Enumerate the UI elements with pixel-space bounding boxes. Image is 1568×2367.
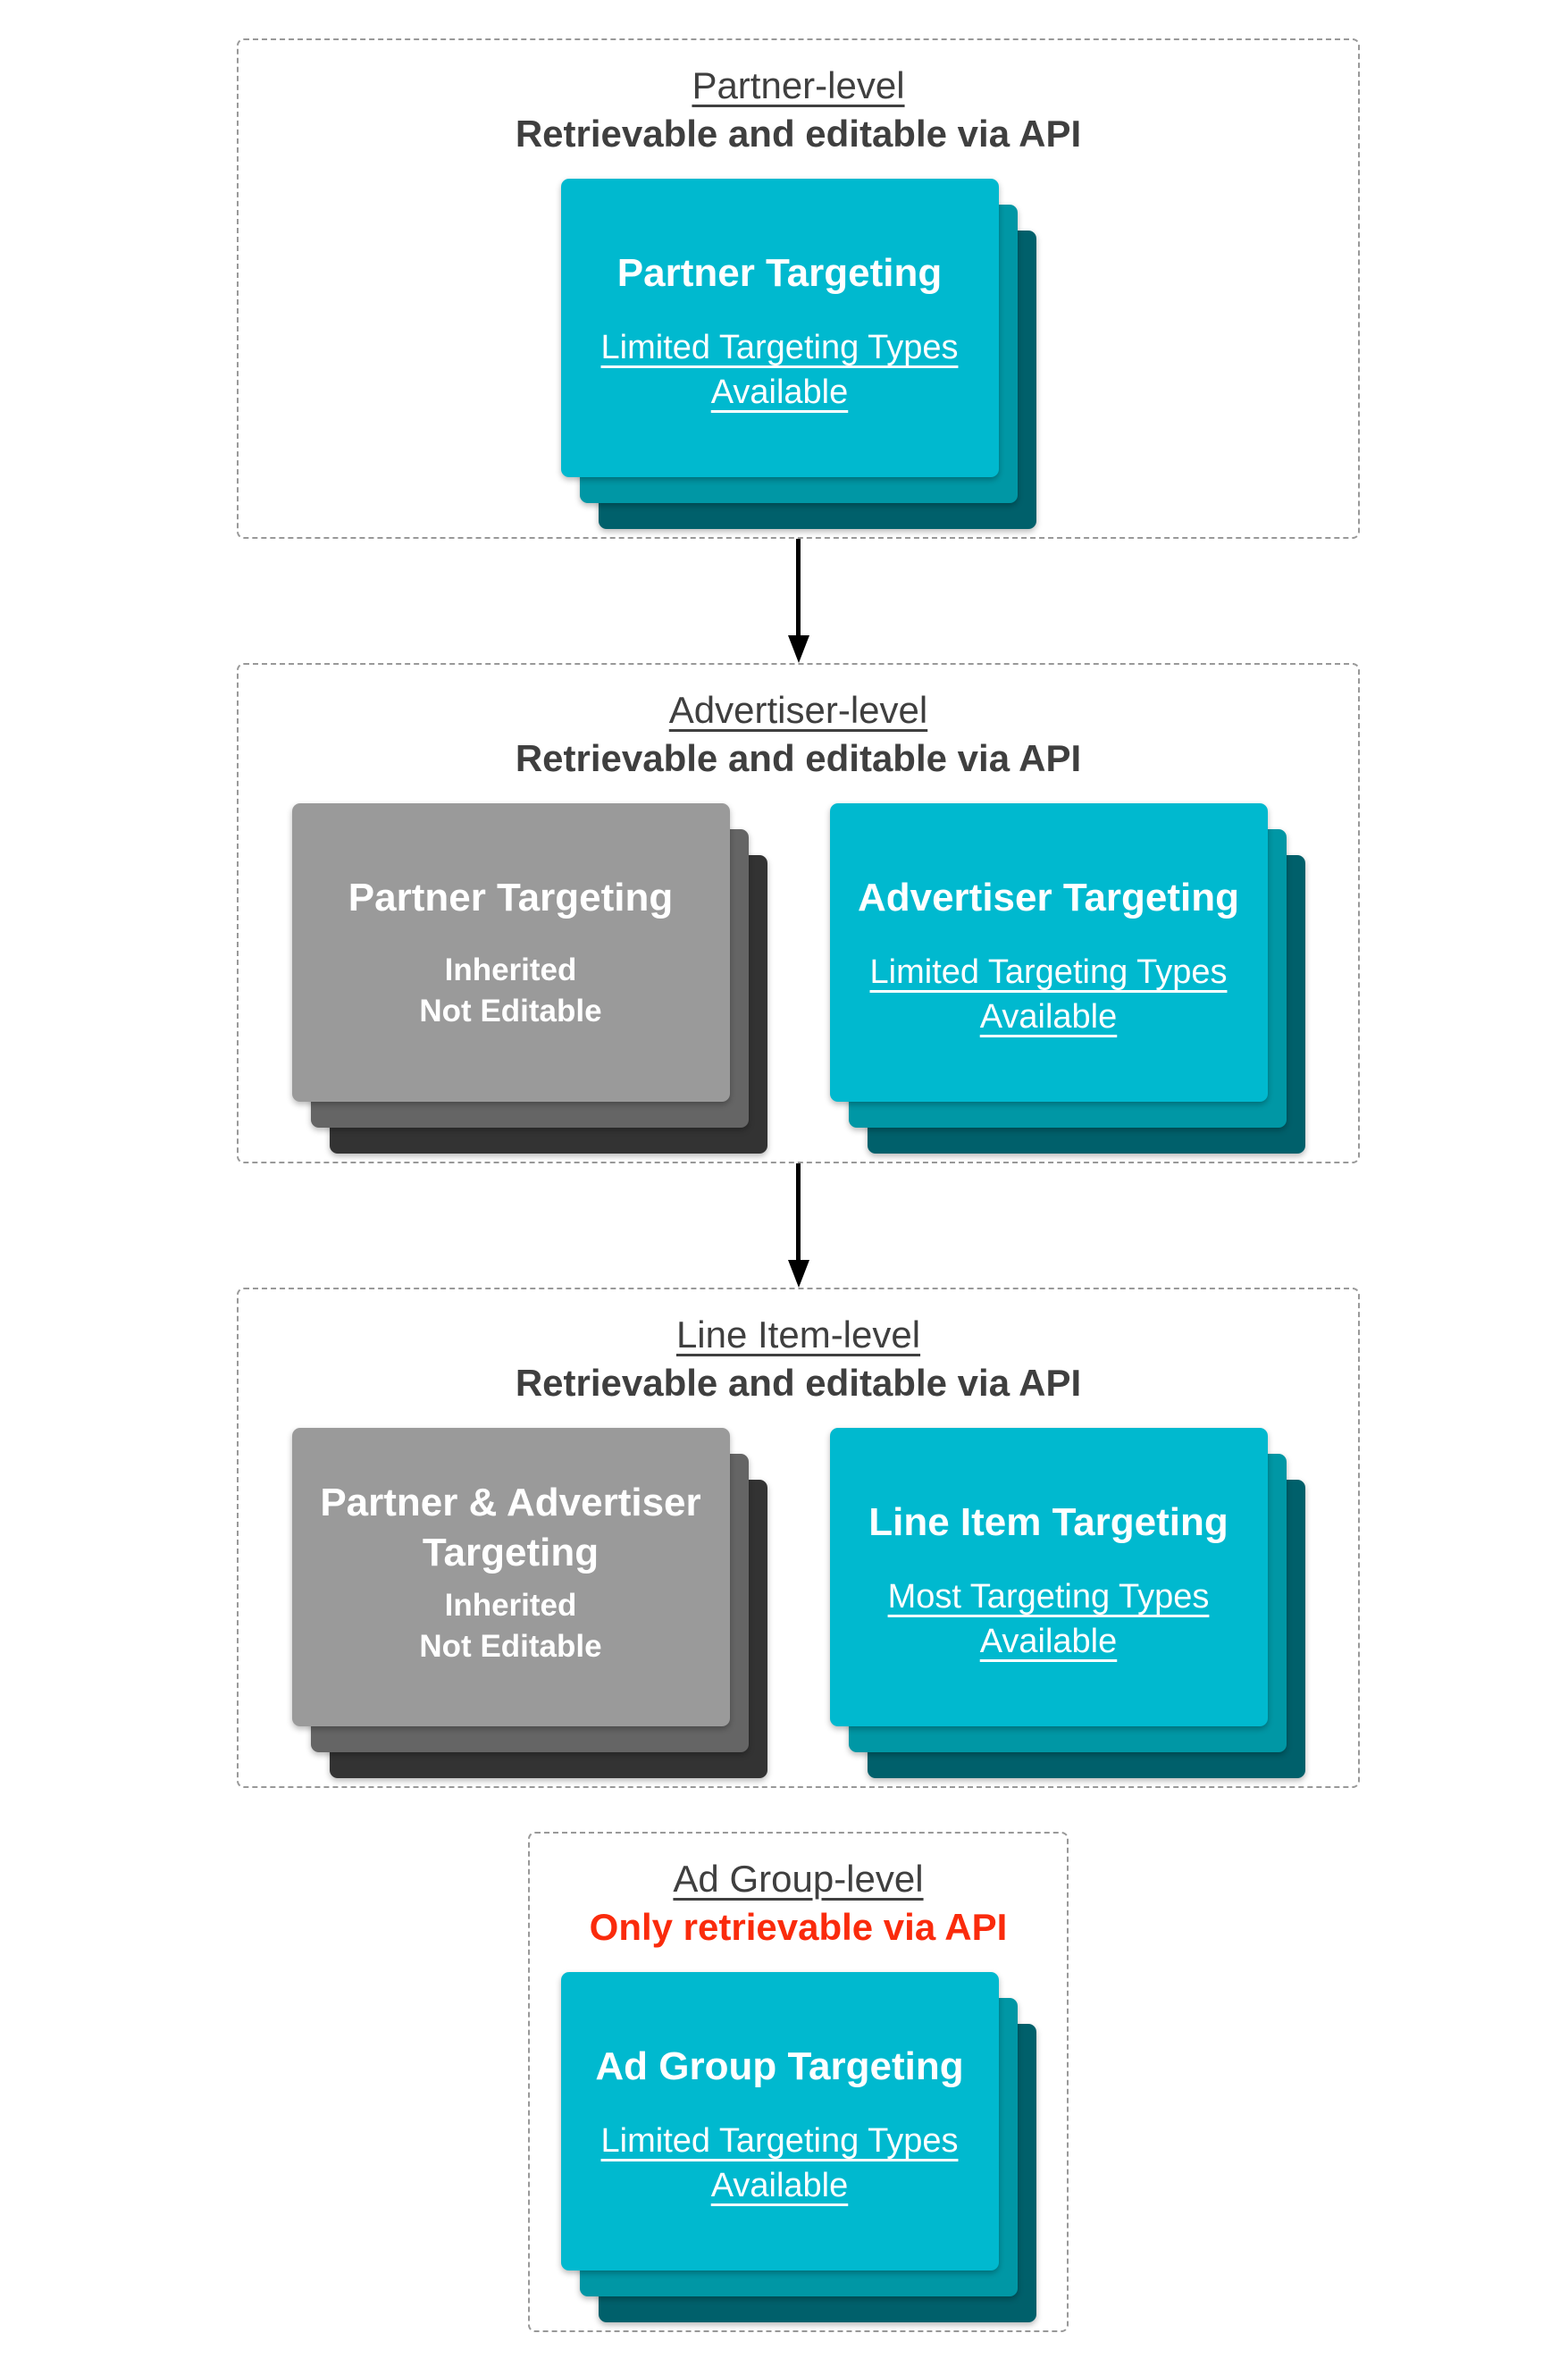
card-title-line: Ad Group Targeting: [595, 2044, 964, 2088]
card-advertiser-targeting: Advertiser Targeting Limited Targeting T…: [829, 803, 1268, 1102]
arrow-stem: [796, 1163, 801, 1260]
card-partner-targeting: Partner Targeting Limited Targeting Type…: [560, 179, 999, 477]
section-title-ad-group-level: Ad Group-level: [673, 1858, 924, 1900]
arrow-partner-to-advertiser: [237, 539, 1360, 663]
section-subtitle-partner-level: Retrievable and editable via API: [515, 113, 1082, 155]
section-ad-group-level: Ad Group-level Only retrievable via API …: [528, 1832, 1069, 2332]
card-title-line: Line Item Targeting: [868, 1500, 1228, 1544]
section-subtitle-line-item-level: Retrievable and editable via API: [515, 1362, 1082, 1404]
card-stack-partner-advertiser-targeting: Partner & Advertiser Targeting Inherited…: [291, 1428, 767, 1778]
card-title: Partner Targeting: [617, 229, 942, 318]
section-title-line-item-level: Line Item-level: [675, 1314, 921, 1356]
card-body-line: Available: [710, 374, 849, 411]
card-body: Limited Targeting Types Available: [601, 325, 959, 415]
card-stack-advertiser-targeting: Advertiser Targeting Limited Targeting T…: [829, 803, 1305, 1154]
card-stack-ad-group-targeting: Ad Group Targeting Limited Targeting Typ…: [560, 1972, 1036, 2322]
card-body-line: Inherited: [444, 953, 577, 987]
section-title-partner-level: Partner-level: [692, 64, 905, 106]
card-partner-targeting-inherited: Partner Targeting Inherited Not Editable: [291, 803, 730, 1102]
card-stack-partner-targeting: Partner Targeting Limited Targeting Type…: [560, 179, 1036, 529]
card-body: Inherited Not Editable: [419, 1585, 601, 1667]
cards-row: Ad Group Targeting Limited Targeting Typ…: [530, 1972, 1067, 2322]
card-title: Partner Targeting: [348, 853, 673, 943]
card-partner-advertiser-targeting: Partner & Advertiser Targeting Inherited…: [291, 1428, 730, 1726]
card-body: Inherited Not Editable: [419, 950, 601, 1032]
card-title-line: Partner & Advertiser: [320, 1481, 701, 1524]
cards-row: Partner & Advertiser Targeting Inherited…: [239, 1428, 1358, 1778]
section-line-item-level: Line Item-level Retrievable and editable…: [237, 1288, 1360, 1788]
card-title: Partner & Advertiser Targeting: [320, 1478, 700, 1578]
section-gap: [237, 1788, 1360, 1832]
card-body: Limited Targeting Types Available: [870, 950, 1228, 1039]
card-title: Advertiser Targeting: [858, 853, 1239, 943]
cards-row: Partner Targeting Limited Targeting Type…: [239, 179, 1358, 529]
section-subtitle-ad-group-level: Only retrievable via API: [589, 1906, 1008, 1948]
card-title: Ad Group Targeting: [595, 2022, 963, 2111]
card-body-line: Available: [710, 2167, 849, 2204]
card-body-line: Limited Targeting Types: [600, 2122, 959, 2160]
card-title-line: Partner Targeting: [616, 251, 943, 295]
card-stack-line-item-targeting: Line Item Targeting Most Targeting Types…: [829, 1428, 1305, 1778]
card-stack-partner-targeting-inherited: Partner Targeting Inherited Not Editable: [291, 803, 767, 1154]
section-advertiser-level: Advertiser-level Retrievable and editabl…: [237, 663, 1360, 1163]
section-subtitle-advertiser-level: Retrievable and editable via API: [515, 737, 1082, 779]
section-title-advertiser-level: Advertiser-level: [668, 689, 928, 731]
card-line-item-targeting: Line Item Targeting Most Targeting Types…: [829, 1428, 1268, 1726]
card-body-line: Available: [979, 1623, 1118, 1660]
section-partner-level: Partner-level Retrievable and editable v…: [237, 38, 1360, 539]
arrow-down-icon: [787, 1260, 809, 1288]
diagram-column: Partner-level Retrievable and editable v…: [237, 0, 1360, 2332]
card-body-line: Limited Targeting Types: [600, 329, 959, 366]
arrow-down-icon: [787, 635, 809, 663]
arrow-advertiser-to-line-item: [237, 1163, 1360, 1288]
card-body: Limited Targeting Types Available: [601, 2119, 959, 2208]
card-title-line: Advertiser Targeting: [857, 876, 1240, 919]
card-title-line: Targeting: [422, 1531, 600, 1574]
card-body-line: Available: [979, 998, 1118, 1036]
card-title-line: Partner Targeting: [348, 876, 674, 919]
card-body-line: Inherited: [444, 1588, 577, 1623]
card-body-line: Not Editable: [419, 1629, 602, 1664]
card-title: Line Item Targeting: [868, 1478, 1228, 1567]
card-body-line: Limited Targeting Types: [869, 953, 1228, 991]
arrow-stem: [796, 539, 801, 635]
card-ad-group-targeting: Ad Group Targeting Limited Targeting Typ…: [560, 1972, 999, 2270]
card-body-line: Not Editable: [419, 994, 602, 1028]
card-body-line: Most Targeting Types: [887, 1578, 1210, 1616]
card-body: Most Targeting Types Available: [888, 1574, 1210, 1664]
cards-row: Partner Targeting Inherited Not Editable…: [239, 803, 1358, 1154]
